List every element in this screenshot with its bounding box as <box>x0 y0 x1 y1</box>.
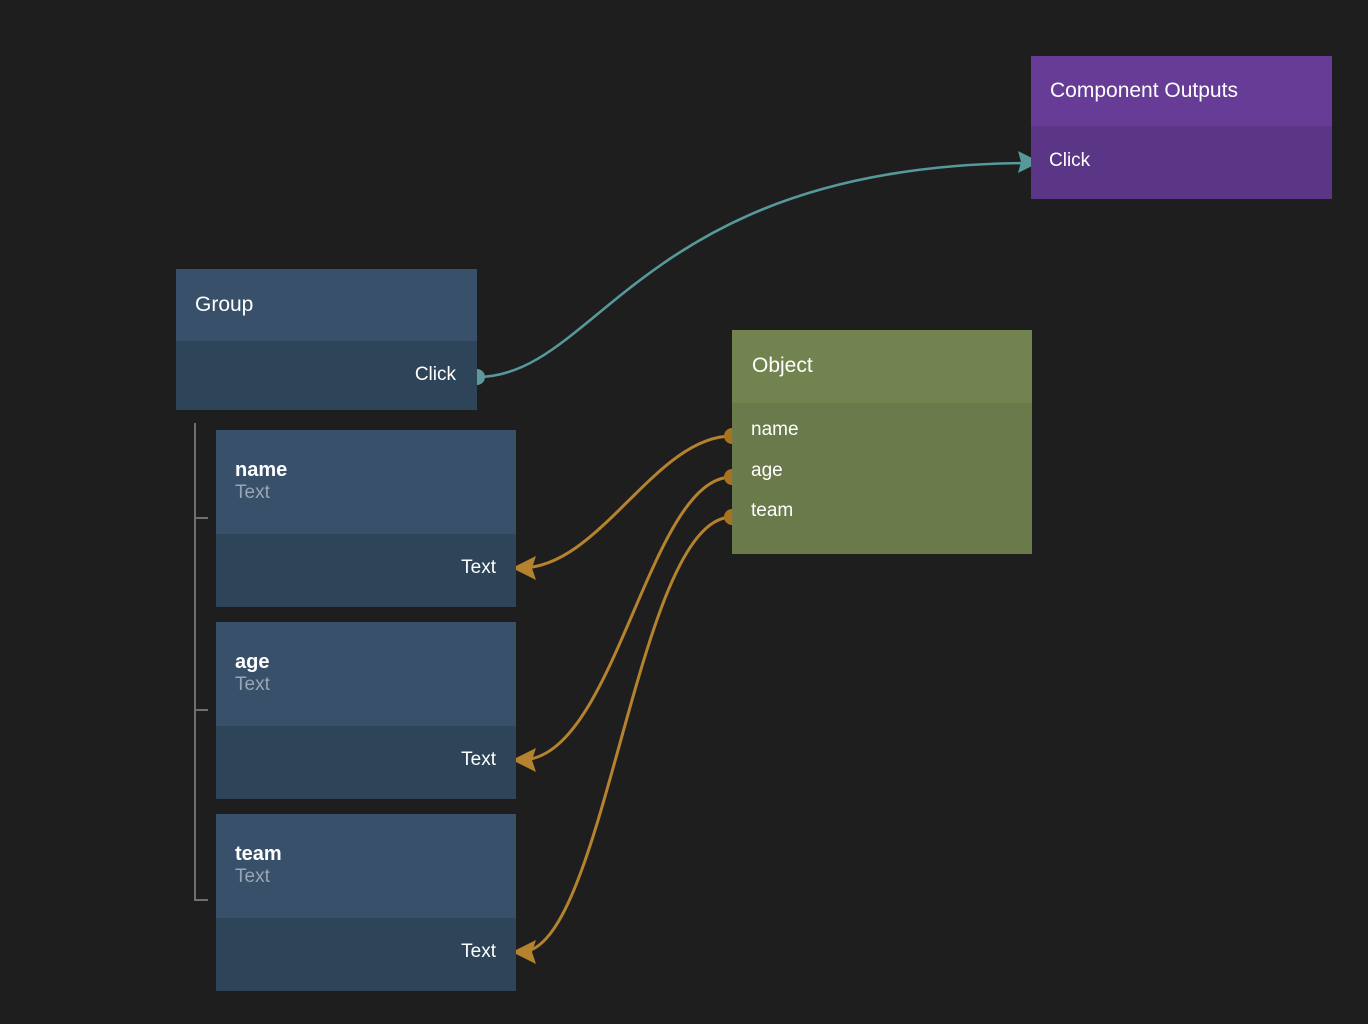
node-title: age <box>235 651 270 674</box>
node-body: Click <box>176 341 477 410</box>
node-header: Object <box>732 330 1032 403</box>
node-field-age[interactable]: age Text Text <box>216 622 516 799</box>
port-row-text[interactable]: Text <box>461 749 496 771</box>
port-row-click[interactable]: Click <box>1049 150 1090 172</box>
node-field-team[interactable]: team Text Text <box>216 814 516 991</box>
port-row-text[interactable]: Text <box>461 941 496 963</box>
node-body: Text <box>216 534 516 607</box>
node-subtitle: Text <box>235 482 270 504</box>
wire-object-age-to-subnode-age <box>519 475 734 762</box>
node-group[interactable]: Group Click <box>176 269 477 410</box>
node-header: name Text <box>216 430 516 534</box>
node-subtitle: Text <box>235 866 270 888</box>
node-title: name <box>235 459 288 482</box>
port-label: Text <box>461 749 496 770</box>
node-title: Object <box>752 354 813 378</box>
port-row-age[interactable]: age <box>751 460 783 482</box>
node-title: Component Outputs <box>1050 78 1238 102</box>
node-body: Text <box>216 918 516 991</box>
node-header: Group <box>176 269 477 341</box>
port-label: Text <box>461 557 496 578</box>
node-header: Component Outputs <box>1031 56 1332 126</box>
port-label: team <box>751 500 794 521</box>
port-label: name <box>751 419 799 440</box>
node-subtitle: Text <box>235 674 270 696</box>
node-body: name age team <box>732 403 1032 554</box>
port-row-name[interactable]: name <box>751 419 799 441</box>
node-component-outputs[interactable]: Component Outputs Click <box>1031 56 1332 199</box>
wire-object-name-to-subnode-name <box>519 434 734 570</box>
node-title: team <box>235 843 282 866</box>
node-title: Group <box>195 292 254 316</box>
port-row-text[interactable]: Text <box>461 557 496 579</box>
port-row-team[interactable]: team <box>751 500 793 522</box>
node-body: Click <box>1031 126 1332 199</box>
port-label: Click <box>414 364 456 385</box>
port-label: Text <box>461 941 496 962</box>
node-body: Text <box>216 726 516 799</box>
wire-object-team-to-subnode-team <box>519 515 734 954</box>
port-row-click[interactable]: Click <box>415 364 456 386</box>
port-label: age <box>751 460 783 481</box>
port-label: Click <box>1049 150 1091 171</box>
group-tree-connector <box>194 423 208 901</box>
node-field-name[interactable]: name Text Text <box>216 430 516 607</box>
node-header: team Text <box>216 814 516 918</box>
node-header: age Text <box>216 622 516 726</box>
node-object[interactable]: Object name age team <box>732 330 1032 554</box>
